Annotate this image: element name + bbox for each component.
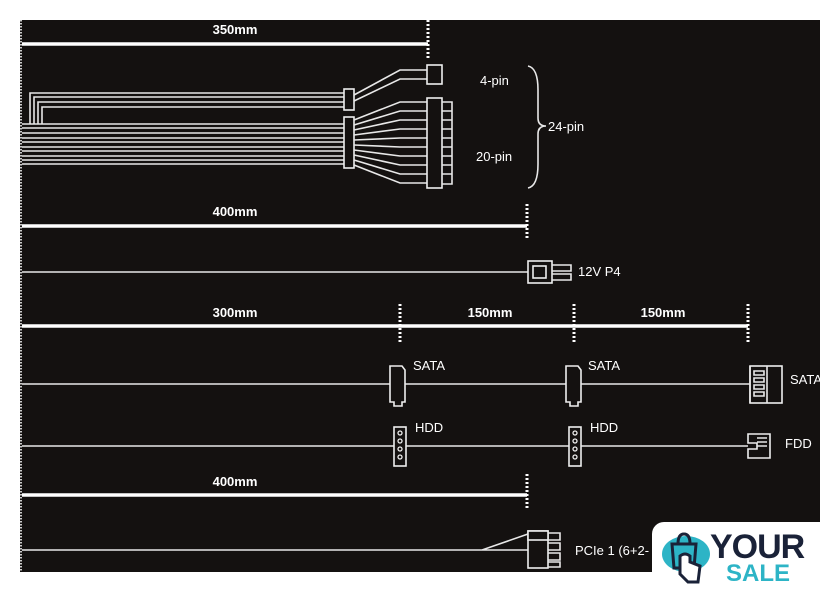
yoursale-logo: YOUR SALE: [652, 522, 824, 592]
logo-word-your: YOUR: [710, 528, 805, 566]
label-20pin: 20-pin: [476, 149, 512, 164]
dimension-label: 400mm: [213, 204, 258, 219]
label-12v-p4: 12V P4: [578, 264, 621, 279]
label-sata: SATA: [588, 358, 620, 373]
cable-12v-p4: 400mm 12V P4: [22, 204, 621, 284]
label-pcie: PCIe 1 (6+2-: [575, 543, 649, 558]
label-hdd: HDD: [415, 420, 443, 435]
cable-24pin: 350mm 4-pin 20-pin 24-pin: [22, 20, 584, 189]
shopping-bag-hand-icon: [662, 532, 710, 584]
label-sata: SATA: [790, 372, 822, 387]
dimension-label: 350mm: [213, 22, 258, 37]
label-sata: SATA: [413, 358, 445, 373]
clamp-4pin: [343, 88, 355, 111]
label-24pin: 24-pin: [548, 119, 584, 134]
label-hdd: HDD: [590, 420, 618, 435]
connector-4pin: [426, 64, 443, 85]
cable-peripheral: 300mm 150mm 150mm SATA SATA SATA HDD HDD…: [22, 304, 822, 467]
label-fdd: FDD: [785, 436, 812, 451]
dimension-label: 300mm: [213, 305, 258, 320]
dimension-label: 400mm: [213, 474, 258, 489]
brace: [527, 65, 547, 189]
label-4pin: 4-pin: [480, 73, 509, 88]
connector-20pin: [426, 97, 443, 189]
connector-sata: [565, 365, 582, 407]
connector-sata: [389, 365, 406, 407]
diagram-background: [20, 20, 820, 572]
clamp-20pin: [343, 116, 355, 169]
logo-word-sale: SALE: [726, 560, 791, 587]
dimension-label: 150mm: [641, 305, 686, 320]
cable-pcie: 400mm PCIe 1 (6+2-: [22, 474, 649, 569]
dimension-label: 150mm: [468, 305, 513, 320]
